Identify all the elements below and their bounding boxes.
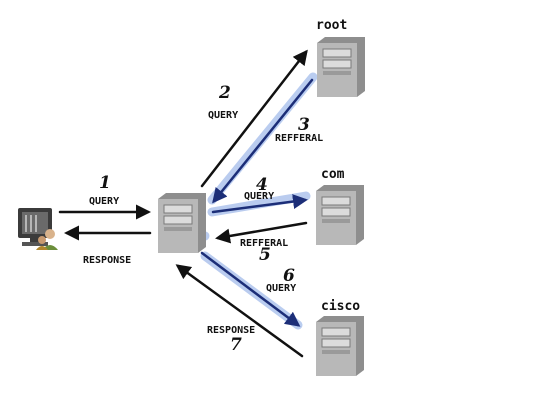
arrows bbox=[58, 49, 314, 358]
step-1-label: QUERY bbox=[89, 196, 119, 207]
step-2-number: 2 bbox=[218, 83, 231, 103]
client-computer-icon bbox=[18, 208, 58, 250]
step-1-number: 1 bbox=[99, 173, 111, 193]
step-2-label: QUERY bbox=[208, 110, 238, 121]
step-3-label: REFFERAL bbox=[275, 133, 323, 144]
step-7-label: RESPONSE bbox=[207, 325, 255, 336]
step-7-number: 7 bbox=[230, 335, 242, 355]
step-4-label: QUERY bbox=[244, 191, 274, 202]
root-server-icon bbox=[316, 36, 366, 98]
arrow-query-resolver-to-com bbox=[211, 194, 308, 214]
step-6-label: QUERY bbox=[266, 283, 296, 294]
step-4-number: 4 bbox=[256, 175, 268, 195]
client-response-label: RESPONSE bbox=[83, 255, 131, 266]
arrow-query-resolver-to-cisco bbox=[200, 251, 301, 327]
step-5-label: REFFERAL bbox=[240, 238, 288, 249]
arrow-response-cisco-to-resolver bbox=[175, 264, 304, 358]
step-5-number: 5 bbox=[259, 245, 271, 265]
step-6-number: 6 bbox=[283, 266, 295, 286]
cisco-server-label: cisco bbox=[321, 299, 360, 314]
arrow-referral-root-to-resolver bbox=[212, 78, 314, 204]
root-server-label: root bbox=[316, 18, 347, 33]
resolver-server-icon bbox=[157, 192, 207, 254]
arrow-query-resolver-to-root bbox=[200, 49, 308, 188]
step-3-number: 3 bbox=[298, 115, 310, 135]
com-server-icon bbox=[315, 184, 365, 246]
arrow-referral-com-to-resolver bbox=[215, 221, 308, 244]
cisco-server-icon bbox=[315, 315, 365, 377]
com-server-label: com bbox=[321, 167, 345, 182]
